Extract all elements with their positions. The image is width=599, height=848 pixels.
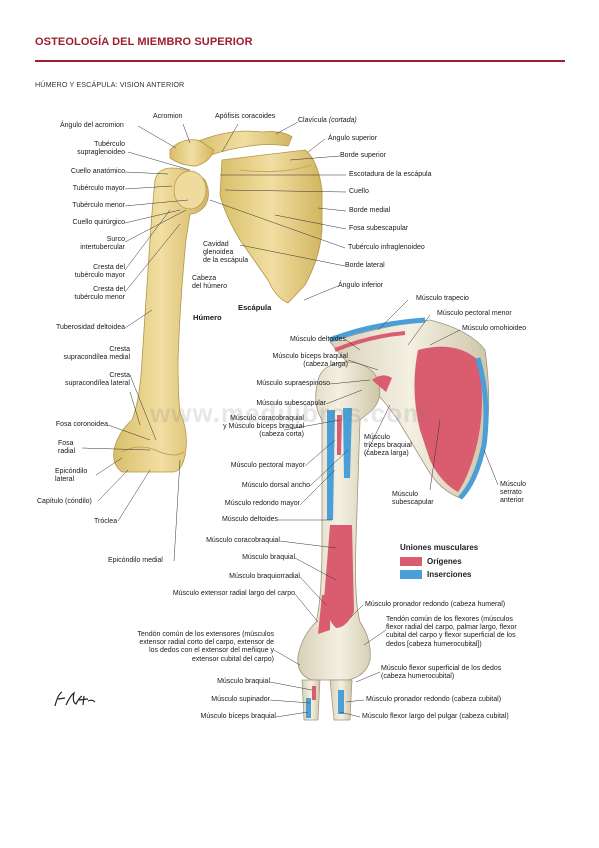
- legend-swatch-insertion: [400, 570, 422, 580]
- label-cresta-tuberculo-menor: Cresta del tubérculo menor: [74, 286, 125, 302]
- legend-item-inserciones: Inserciones: [400, 570, 471, 580]
- leader-lines: [81, 121, 499, 718]
- label-dorsal-ancho: Músculo dorsal ancho: [241, 482, 310, 489]
- label-subescapular-left: Músculo subescapular: [256, 400, 326, 407]
- label-escotadura: Escotadura de la escápula: [349, 171, 432, 178]
- label-pectoral-menor: Músculo pectoral menor: [437, 310, 512, 317]
- label-fosa-coronoidea: Fosa coronoidea: [55, 421, 108, 428]
- label-troclea: Tróclea: [94, 518, 118, 525]
- label-cuello-anatomico: Cuello anatómico: [70, 168, 125, 175]
- scapula-muscle-view: [329, 317, 490, 500]
- label-escapula: Escápula: [238, 303, 272, 312]
- label-surco-intertubercular: Surco intertubercular: [80, 236, 125, 252]
- label-angulo-acromion: Ángulo del acromion: [60, 122, 124, 129]
- label-tendon-extensores: Tendón común de los extensores (músculos…: [137, 631, 274, 663]
- label-cresta-supracondilea-lateral: Cresta supracondílea lateral: [65, 372, 130, 388]
- label-angulo-inferior: Ángulo inferior: [338, 282, 384, 289]
- label-tendon-flexores: Tendón común de los flexores (músculos f…: [386, 616, 517, 648]
- label-coracobraquial-biceps: Músculo coracobraquial y Músculo bíceps …: [223, 415, 304, 439]
- humerus-muscle-view: [297, 361, 392, 721]
- label-acromion: Acromion: [153, 113, 183, 120]
- watermark-text: www.medilibros.com: [150, 398, 428, 428]
- label-tuberosidad-deltoidea: Tuberosidad deltoidea: [55, 324, 125, 331]
- label-capitulo: Capítulo (cóndilo): [37, 498, 92, 505]
- page-subtitle: HÚMERO Y ESCÁPULA: VISION ANTERIOR: [35, 80, 185, 89]
- label-triceps-larga: Músculo tríceps braquial (cabeza larga): [364, 434, 412, 458]
- label-apofisis-coracoides: Apófisis coracoides: [215, 113, 276, 120]
- label-cuello-quirurgico: Cuello quirúrgico: [72, 219, 125, 226]
- label-humero: Húmero: [193, 313, 222, 322]
- label-biceps-larga: Músculo bíceps braquial (cabeza larga): [272, 353, 349, 369]
- label-cuello: Cuello: [349, 188, 369, 195]
- label-biceps-bottom: Músculo bíceps braquial: [200, 713, 277, 720]
- label-coracobraquial: Músculo coracobraquial: [206, 537, 280, 544]
- label-tuberculo-supraglenoideo: Tubérculo supraglenoideo: [77, 141, 125, 157]
- label-angulo-superior: Ángulo superior: [328, 135, 378, 142]
- legend-swatch-origin: [400, 557, 422, 567]
- label-fosa-subescapular: Fosa subescapular: [349, 225, 409, 232]
- label-deltoides-bottom: Músculo deltoides: [221, 516, 278, 523]
- page-title: OSTEOLOGÍA DEL MIEMBRO SUPERIOR: [35, 36, 253, 48]
- label-pronador-cubital: Músculo pronador redondo (cabeza cubital…: [366, 696, 502, 703]
- label-pectoral-mayor: Músculo pectoral mayor: [230, 462, 305, 469]
- label-deltoides-top: Músculo deltoides: [289, 336, 346, 343]
- humerus-bone: [113, 167, 209, 473]
- legend-title: Uniones musculares: [400, 543, 479, 552]
- label-epicondilo-lateral: Epicóndilo lateral: [55, 468, 88, 484]
- label-supraespinoso: Músculo supraespinoso: [256, 380, 330, 387]
- label-tuberculo-infraglenoideo: Tubérculo infraglenoideo: [348, 244, 425, 251]
- label-fosa-radial: Fosa radial: [58, 440, 76, 456]
- label-tuberculo-mayor: Tubérculo mayor: [72, 185, 125, 192]
- label-braquiorradial: Músculo braquiorradial: [229, 573, 300, 580]
- header-divider: [35, 60, 565, 62]
- label-redondo-mayor: Músculo redondo mayor: [224, 500, 300, 507]
- label-supinador: Músculo supinador: [211, 696, 270, 703]
- label-braquial: Músculo braquial: [242, 554, 295, 561]
- label-braquial-bottom: Músculo braquial: [217, 678, 270, 685]
- label-cresta-tuberculo-mayor: Cresta del tubérculo mayor: [74, 264, 125, 280]
- label-epicondilo-medial: Epicóndilo medial: [108, 557, 163, 564]
- label-borde-lateral: Borde lateral: [345, 262, 385, 269]
- clavicle-bone: [195, 130, 293, 159]
- label-flexor-superficial: Músculo flexor superficial de los dedos …: [381, 665, 502, 681]
- legend-item-origenes: Orígenes: [400, 557, 462, 567]
- label-trapecio: Músculo trapecio: [416, 295, 469, 302]
- netter-signature-icon: [54, 691, 96, 707]
- label-omohioideo: Músculo omohioideo: [462, 325, 527, 332]
- label-pronador-humeral: Músculo pronador redondo (cabeza humeral…: [365, 601, 506, 608]
- label-serrato: Músculo serrato anterior: [500, 481, 527, 505]
- label-cabeza-humero: Cabeza del húmero: [192, 275, 228, 291]
- label-flexor-pulgar: Músculo flexor largo del pulgar (cabeza …: [362, 713, 509, 720]
- label-cavidad-glenoidea: Cavidad glenoidea de la escápula: [203, 241, 249, 265]
- label-tuberculo-menor: Tubérculo menor: [72, 202, 125, 209]
- label-borde-medial: Borde medial: [349, 207, 391, 214]
- label-cresta-supracondilea-medial: Cresta supracondílea medial: [63, 346, 130, 362]
- label-subescapular-right: Músculo subescapular: [392, 491, 434, 507]
- label-extensor-radial: Músculo extensor radial largo del carpo: [172, 590, 295, 597]
- label-borde-superior: Borde superior: [340, 152, 386, 159]
- label-clavicula: Clavícula (cortada): [298, 117, 357, 124]
- acromion-bone: [169, 139, 215, 167]
- scapula-bone: [219, 149, 323, 304]
